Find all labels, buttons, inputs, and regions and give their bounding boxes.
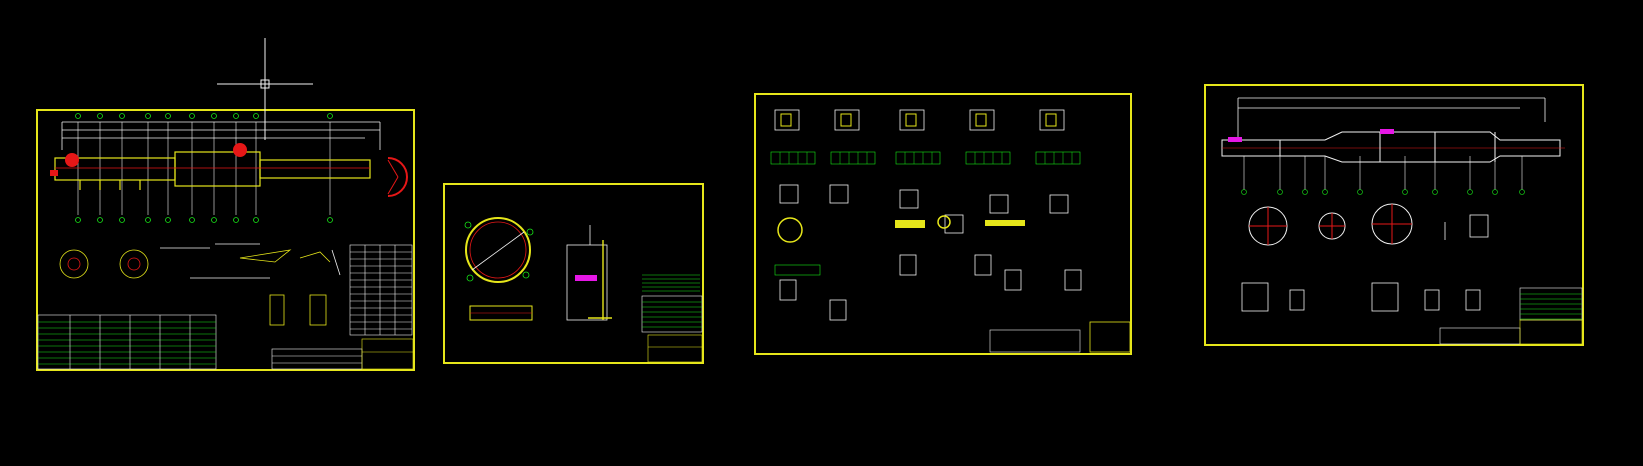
sheet-1-graphics [37, 113, 414, 370]
sheet-2-graphics [464, 217, 703, 363]
sheet-3-graphics [770, 109, 1131, 353]
drawing-sheet-1[interactable] [36, 109, 415, 371]
crosshair-cursor-icon [217, 38, 313, 140]
drawing-sheet-3[interactable] [754, 93, 1132, 355]
drawing-sheet-2[interactable] [443, 183, 704, 364]
sheet-4-graphics [1221, 97, 1583, 345]
drawing-sheet-4[interactable] [1204, 84, 1584, 346]
